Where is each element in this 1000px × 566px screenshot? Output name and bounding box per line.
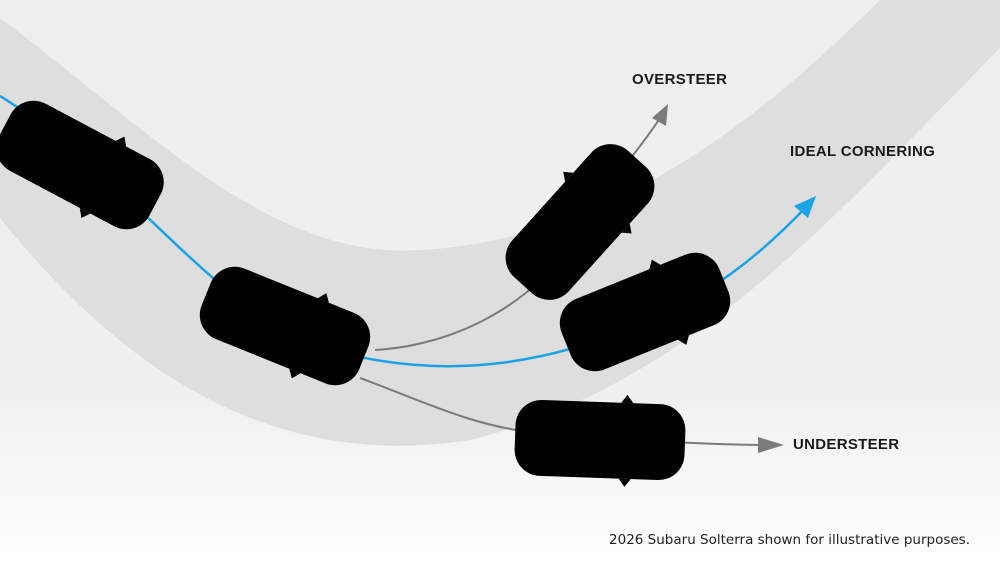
label-understeer: UNDERSTEER (793, 436, 900, 453)
caption: 2026 Subaru Solterra shown for illustrat… (609, 532, 970, 548)
label-ideal-cornering: IDEAL CORNERING (790, 143, 936, 160)
label-oversteer: OVERSTEER (632, 71, 728, 88)
car-top-view-icon (513, 391, 687, 489)
car-understeer (513, 391, 687, 489)
road (0, 0, 1000, 446)
ideal-arrow-head-icon (794, 196, 816, 218)
understeer-arrow-head-icon (758, 437, 784, 453)
oversteer-arrow-head-icon (652, 104, 668, 126)
